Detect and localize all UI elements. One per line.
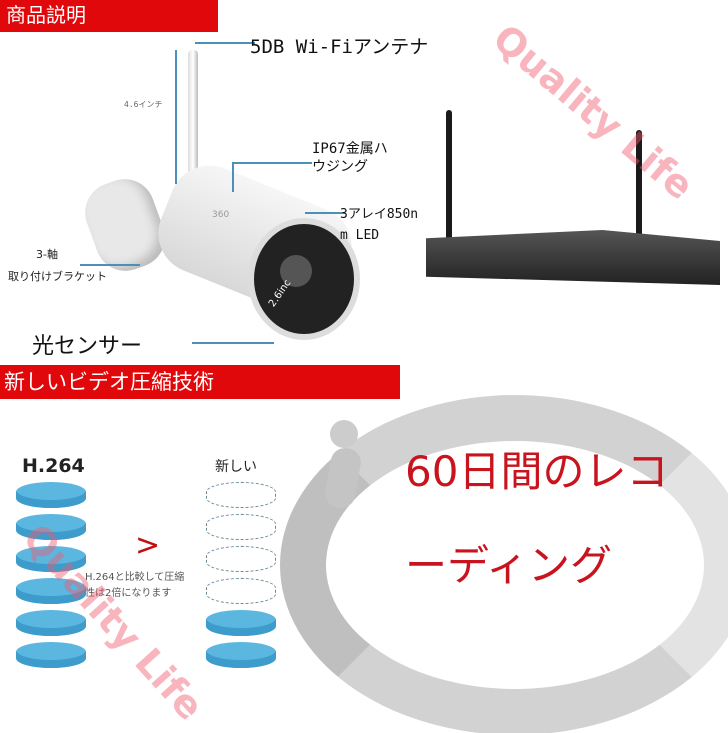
running-figure: [320, 420, 370, 540]
label-light-sensor: 光センサー: [32, 334, 143, 359]
label-bracket-line1: 3-軸: [36, 248, 58, 261]
label-antenna: 5DB Wi-Fiアンテナ: [250, 36, 429, 58]
compression-note: H.264と比較して圧縮性は2倍になります: [85, 570, 184, 602]
camera-illustration: 2.6inc: [76, 40, 410, 360]
compression-note-line1: H.264と比較して圧縮: [85, 572, 185, 583]
label-housing: IP67金属ハウジング: [312, 140, 388, 176]
label-housing-line2: ウジング: [312, 159, 368, 175]
antenna: [188, 50, 198, 200]
label-led-line1: 3アレイ850n: [340, 207, 419, 222]
label-antenna-length: 4.6インチ: [124, 100, 163, 109]
label-housing-line1: IP67金属ハ: [312, 141, 388, 157]
compression-note-line2: 性は2倍になります: [85, 588, 172, 599]
headline-recording-line2: ーディング: [405, 541, 613, 590]
nvr-body: [426, 230, 720, 285]
label-rotation: 360: [212, 210, 230, 220]
section-header-video-compression: 新しいビデオ圧縮技術: [0, 365, 400, 399]
comparison-symbol: >: [135, 528, 161, 563]
label-led: 3アレイ850n m LED: [340, 204, 418, 246]
nvr-recorder: [420, 110, 720, 290]
label-bracket: 3-軸取り付けブラケット: [8, 244, 107, 288]
label-bracket-line2: 取り付けブラケット: [8, 270, 107, 283]
section-header-product-description: 商品説明: [0, 0, 218, 32]
lens: [280, 255, 312, 287]
nvr-antenna-right: [636, 130, 642, 240]
label-h264: H.264: [22, 455, 85, 477]
label-new: 新しい: [215, 459, 257, 475]
nvr-antenna-left: [446, 110, 452, 240]
headline-recording-line1: 60日間のレコ: [405, 447, 669, 496]
label-led-line2: m LED: [340, 228, 380, 243]
